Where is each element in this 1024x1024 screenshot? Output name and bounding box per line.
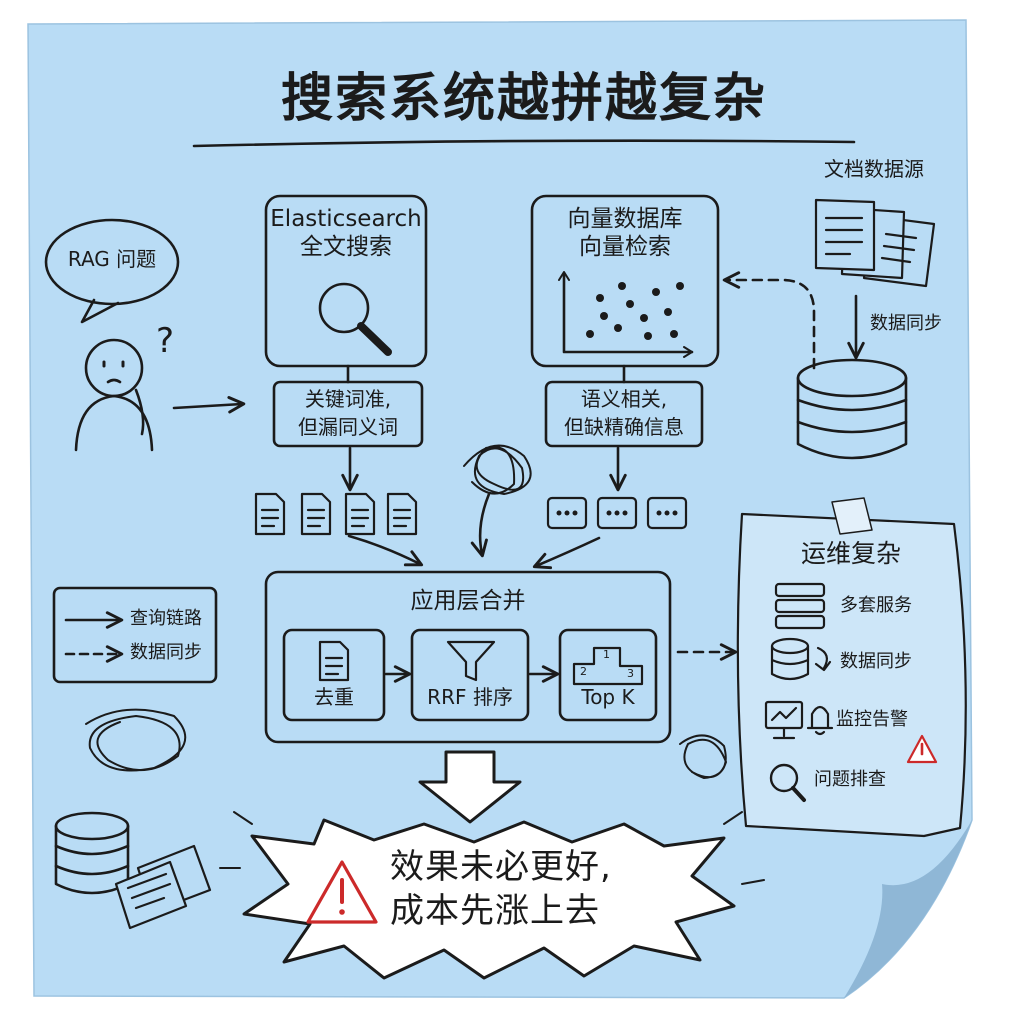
vector-title-line2: 向量检索	[579, 234, 671, 260]
diagram-canvas	[27, 19, 973, 999]
vector-note-line2: 但缺精确信息	[564, 415, 684, 439]
podium-third: 3	[627, 667, 634, 680]
source-label: 文档数据源	[824, 157, 924, 181]
confused-user-icon	[74, 338, 154, 452]
merge-title: 应用层合并	[410, 588, 526, 614]
conclusion-line1: 效果未必更好,	[390, 847, 612, 887]
topk-label: Top K	[581, 685, 635, 709]
page-curl	[844, 820, 972, 998]
es-title-line1: Elasticsearch	[270, 206, 422, 232]
vector-result-icons	[546, 496, 688, 530]
big-down-arrow	[418, 750, 522, 824]
scatter-points	[586, 282, 684, 340]
ops-note	[736, 512, 967, 838]
ops-item-sync: 数据同步	[840, 651, 912, 672]
burst-accent-lines	[219, 811, 765, 885]
document-icons	[254, 492, 418, 536]
ops-title: 运维复杂	[800, 539, 901, 568]
source-sync-label: 数据同步	[870, 313, 942, 334]
title-underline	[192, 139, 856, 148]
podium-second: 2	[580, 665, 587, 678]
rrf-label: RRF 排序	[427, 685, 513, 709]
funnel-icon	[446, 640, 496, 682]
left-scribble	[85, 708, 187, 772]
database-icon	[796, 358, 908, 460]
magnifier-small-icon	[769, 763, 806, 802]
ops-item-services: 多套服务	[840, 595, 912, 616]
tape-icon	[831, 497, 873, 535]
magnifier-icon	[318, 282, 392, 356]
legend-box	[52, 586, 218, 684]
topk-box	[558, 628, 658, 722]
tangle-arrow	[470, 492, 491, 558]
elasticsearch-box	[264, 194, 428, 368]
ops-item-monitoring: 监控告警	[836, 709, 908, 730]
paper-stack-icon	[114, 844, 212, 930]
legend-dashed-label: 数据同步	[130, 642, 202, 663]
document-icon	[318, 640, 350, 682]
podium-first: 1	[603, 648, 610, 661]
ops-item-troubleshoot: 问题排查	[814, 769, 886, 790]
conclusion-line2: 成本先涨上去	[390, 891, 600, 931]
warning-icon-dot	[339, 909, 345, 915]
conclusion-burst	[242, 818, 736, 980]
dedup-box	[282, 628, 386, 722]
es-note-line2: 但漏同义词	[298, 415, 398, 439]
page-title: 搜索系统越拼越复杂	[280, 69, 767, 129]
vector-merge-arrow	[532, 536, 601, 570]
speech-bubble-tail	[80, 298, 120, 324]
question-mark: ?	[156, 321, 175, 361]
podium-icon	[572, 646, 644, 686]
merge-box	[264, 570, 672, 744]
legend-solid-label: 查询链路	[130, 608, 202, 629]
es-note-line1: 关键词准,	[304, 387, 392, 411]
tangle-scribble	[463, 444, 532, 495]
es-title-line2: 全文搜索	[300, 234, 392, 260]
scatter-plot-icon	[558, 271, 694, 358]
server-stack-icon	[774, 582, 826, 630]
speech-bubble	[44, 218, 180, 306]
sync-dashed-arrow	[722, 271, 816, 370]
es-merge-arrow	[347, 534, 424, 567]
rrf-box	[410, 628, 530, 722]
monitor-alert-icon	[764, 700, 834, 740]
document-source-icon	[814, 198, 936, 288]
user-question: RAG 问题	[67, 247, 157, 271]
query-arrow	[172, 396, 246, 414]
right-scribble	[679, 734, 727, 779]
vector-title-line1: 向量数据库	[567, 206, 683, 232]
database-sync-icon	[770, 637, 832, 681]
vector-note-line1: 语义相关,	[580, 387, 668, 411]
sticky-note: 搜索系统越拼越复杂 RAG 问题 ? Elasticsearch 全文搜索 关键…	[24, 16, 1004, 1006]
dedup-label: 去重	[314, 685, 354, 709]
